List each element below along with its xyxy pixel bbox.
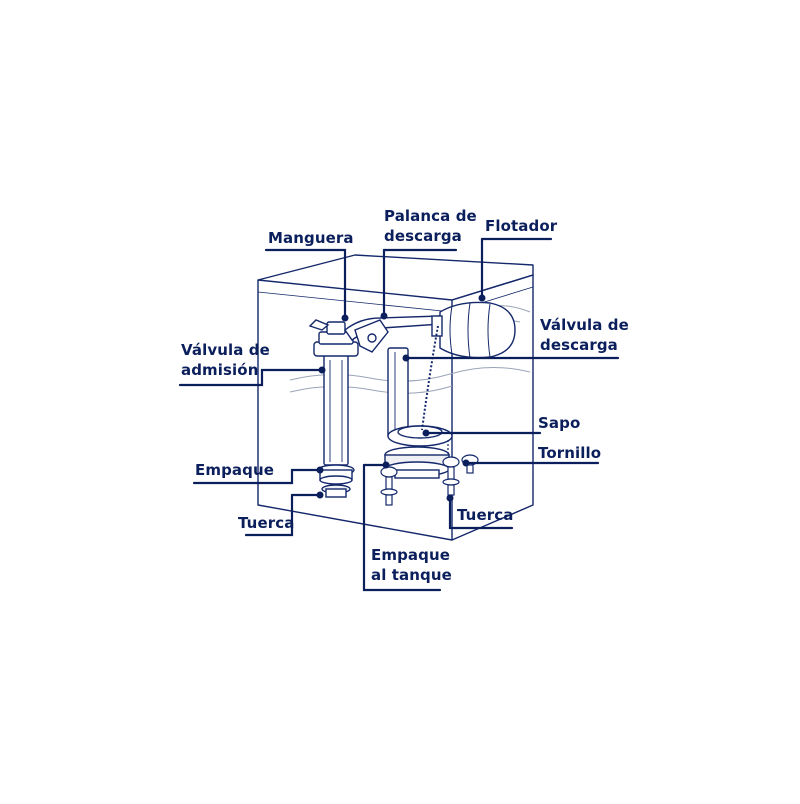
- label-flotador: Flotador: [485, 217, 558, 235]
- bolts-left: [380, 466, 398, 506]
- label-valvula-de-descarga: Válvula de descarga: [540, 316, 629, 354]
- label-empaque-al-tanque: Empaque al tanque: [371, 546, 452, 584]
- label-tuerca-right: Tuerca: [457, 506, 514, 524]
- fill-valve: [313, 321, 359, 498]
- label-sapo: Sapo: [538, 414, 581, 432]
- chain: [421, 325, 439, 431]
- label-tornillo: Tornillo: [538, 444, 602, 462]
- leader-lines: [178, 237, 620, 592]
- label-valvula-de-admision: Válvula de admisión: [181, 341, 270, 379]
- bolts-right: [442, 440, 479, 496]
- leader-dots: [316, 294, 486, 502]
- label-tuerca-left: Tuerca: [238, 514, 295, 532]
- float-ball: [431, 301, 516, 359]
- flush-valve: [384, 347, 453, 479]
- label-empaque: Empaque: [195, 461, 275, 479]
- tank-outline: [257, 254, 534, 541]
- label-palanca-de-descarga: Palanca de descarga: [384, 207, 477, 245]
- label-manguera: Manguera: [268, 229, 354, 247]
